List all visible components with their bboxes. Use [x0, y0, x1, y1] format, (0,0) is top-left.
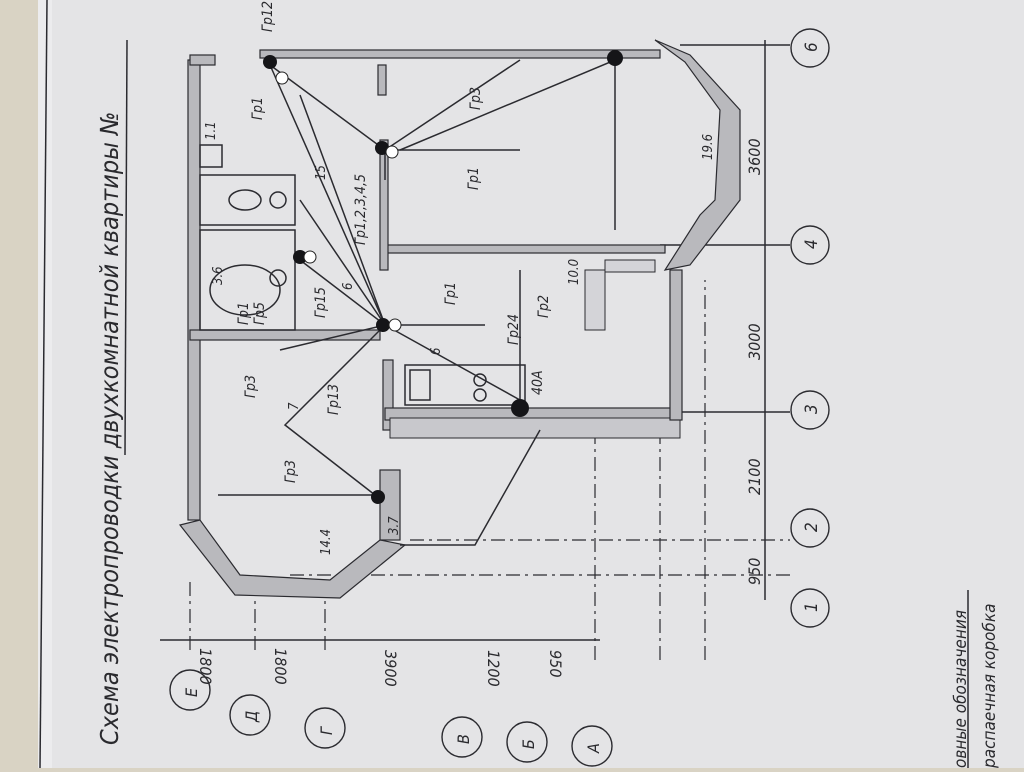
label: 3.7 — [387, 516, 402, 535]
label: 1800 — [271, 648, 290, 685]
label: 2100 — [745, 458, 764, 495]
label: 19.6 — [701, 134, 716, 160]
label: Гр5 — [252, 302, 268, 325]
label: 3000 — [745, 323, 764, 360]
legend: овные обозначения распаечная коробка — [951, 590, 1000, 769]
label: Г — [317, 726, 336, 735]
label: Гр1,2,3,4,5 — [353, 174, 369, 245]
axis-letter-markers: Е Д Г В Б А — [169, 669, 613, 767]
distribution-panel — [511, 399, 529, 417]
label: 1.1 — [204, 121, 219, 140]
label: 3900 — [381, 650, 400, 687]
label: Д — [242, 711, 261, 723]
label: 950 — [546, 650, 565, 677]
label: Гр12 — [260, 1, 276, 32]
label: Б — [519, 739, 538, 749]
label: Гр24 — [506, 314, 522, 345]
bathroom-fixtures — [199, 144, 296, 331]
kitchen-fixtures — [404, 364, 526, 406]
label: Гр15 — [313, 287, 329, 318]
label: 3600 — [745, 138, 764, 175]
label: 6 — [341, 283, 356, 290]
axis-number-markers: 1 2 3 4 6 — [790, 28, 830, 628]
legend-heading: овные обозначения — [951, 610, 971, 768]
label: 3 — [802, 404, 822, 414]
label: Гр3 — [283, 460, 299, 483]
label: 1 — [802, 602, 822, 612]
label: Гр3 — [243, 375, 259, 398]
dimensions-left: 1800 1800 3900 1200 950 — [196, 648, 565, 687]
label: 7 — [287, 402, 302, 410]
label: 40А — [530, 370, 546, 395]
label: 950 — [745, 558, 764, 585]
label: 10.0 — [567, 259, 582, 285]
label: Гр1 — [250, 97, 266, 120]
diagram-title: Схема электропроводки двухкомнатной квар… — [95, 112, 124, 745]
cable-counts: 15 6 7 6 — [287, 165, 444, 410]
label: В — [454, 734, 473, 744]
label: Е — [182, 687, 201, 697]
walls — [178, 39, 741, 599]
label: 6 — [802, 42, 822, 52]
label: А — [584, 743, 603, 754]
label: Гр13 — [326, 384, 342, 415]
label: 4 — [802, 239, 822, 249]
circuit-group-labels: Гр1 Гр12 Гр1,2,3,4,5 Гр3 Гр1 Гр1 Гр5 Гр1… — [236, 1, 552, 483]
junction-boxes — [263, 50, 623, 504]
label: 15 — [314, 165, 329, 180]
label: Гр1 — [236, 302, 252, 325]
label: Гр1 — [466, 167, 482, 190]
legend-junction-box: распаечная коробка — [980, 604, 1000, 768]
label: 1200 — [484, 650, 503, 687]
room-areas: 14.4 3.7 3.6 1.1 10.0 19.6 — [204, 121, 716, 555]
dimensions-bottom: 950 2100 3000 3600 — [745, 138, 764, 585]
label: 14.4 — [319, 529, 334, 555]
label: Гр3 — [468, 87, 484, 110]
label: 6 — [429, 348, 444, 355]
label: Гр2 — [536, 295, 552, 318]
label: 2 — [802, 522, 822, 532]
label: Гр1 — [443, 282, 459, 305]
frame-border — [39, 0, 48, 769]
label: 3.6 — [211, 266, 226, 285]
label: 1800 — [196, 648, 215, 685]
